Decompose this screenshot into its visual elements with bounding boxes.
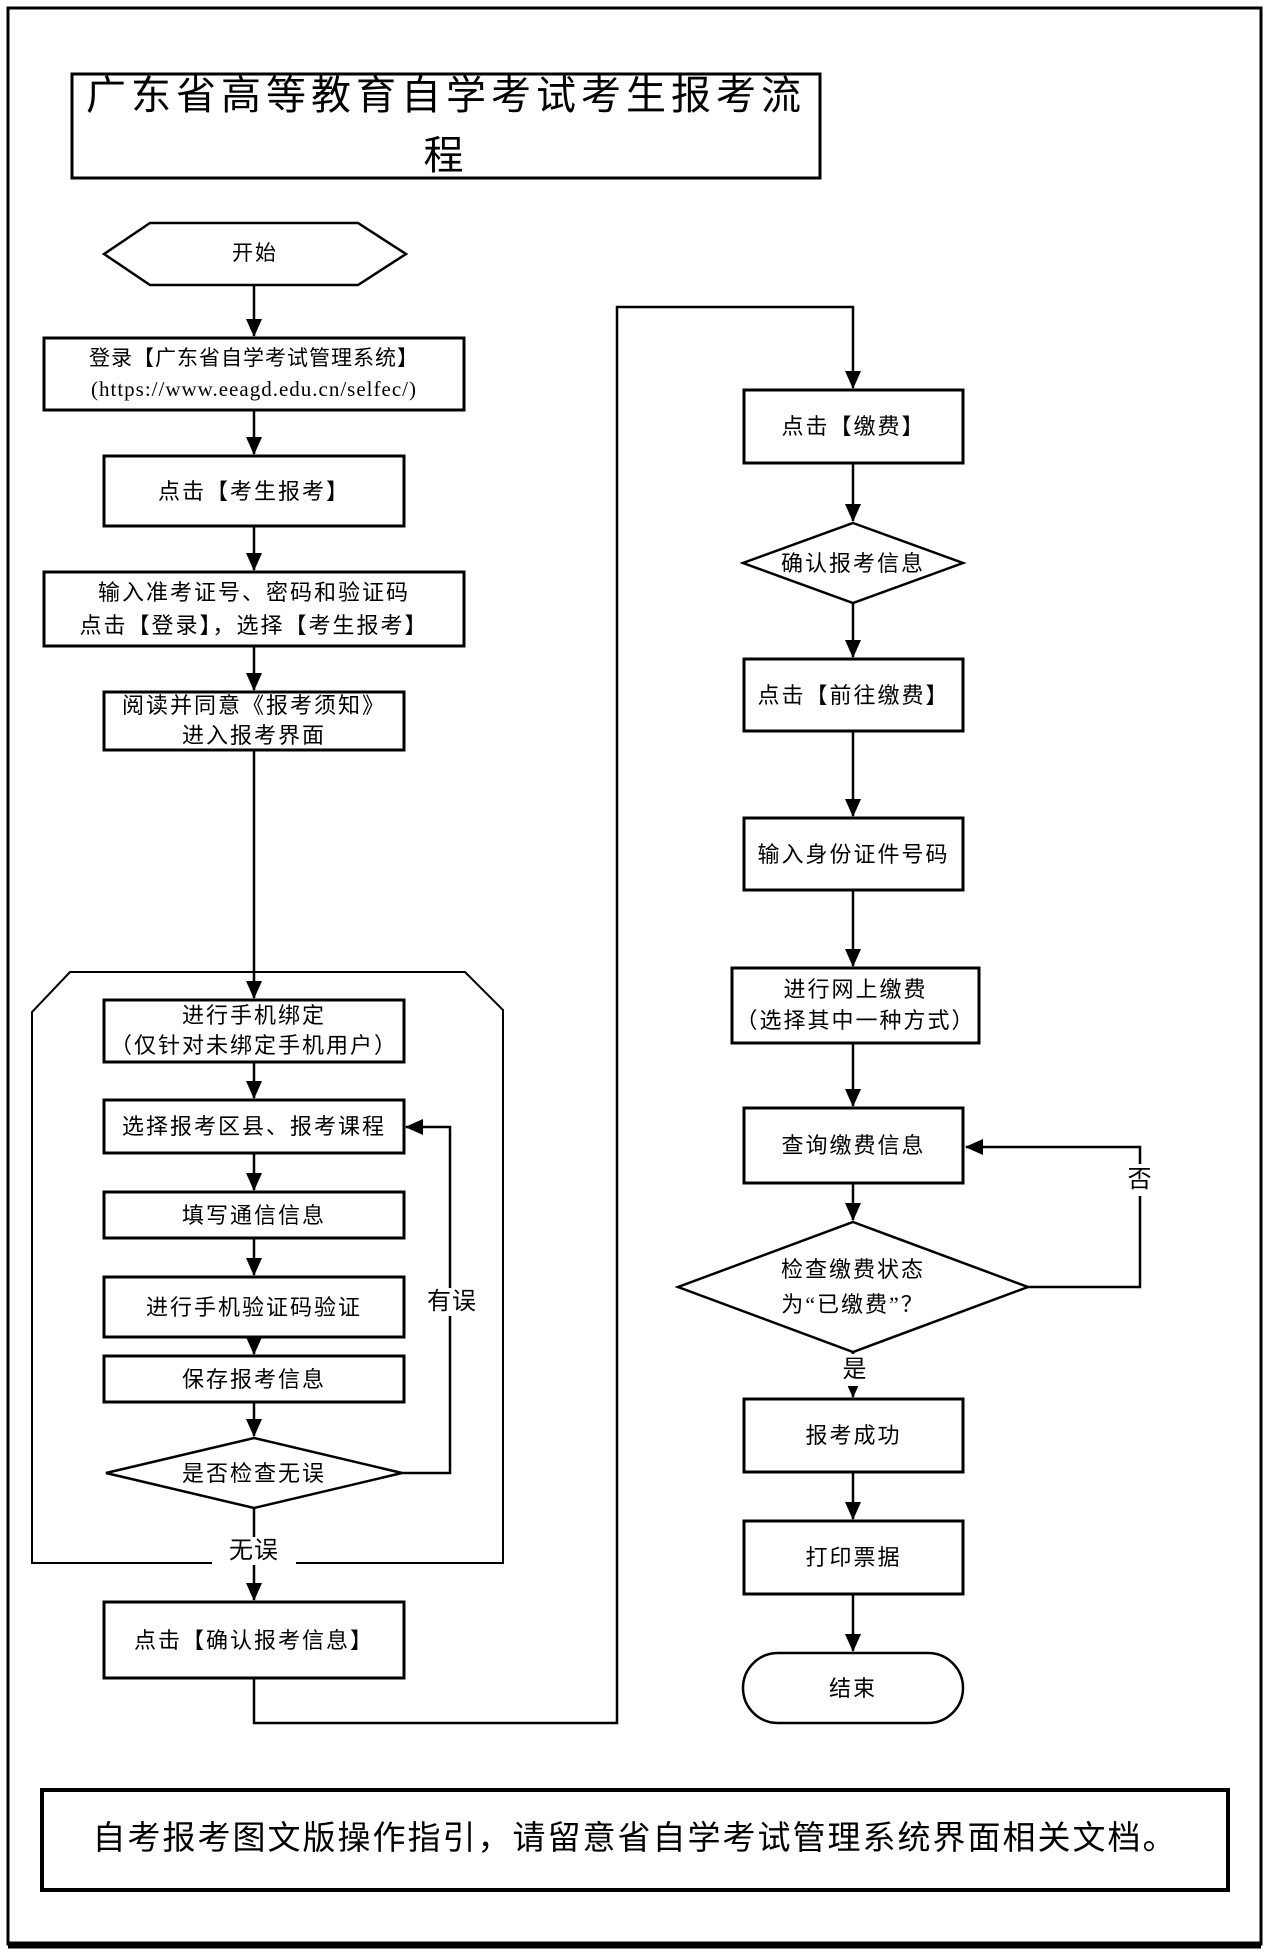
online-pay-label: 进行网上缴费 （选择其中一种方式） xyxy=(735,976,976,1033)
read-notice-box xyxy=(102,690,406,752)
input-id-label: 输入身份证件号码 xyxy=(757,841,950,867)
end-label: 结束 xyxy=(828,1675,877,1701)
footer-note-box xyxy=(40,1788,1230,1892)
click-pay-label: 点击【缴费】 xyxy=(781,414,926,439)
login-label: 登录【广东省自学考试管理系统】 (https://www.eeagd.edu.c… xyxy=(89,345,419,402)
input-credentials-label: 输入准考证号、密码和验证码 点击【登录】，选择【考生报考】 xyxy=(79,580,429,638)
input-credentials-box xyxy=(42,570,466,648)
confirm-register-info-label: 确认报考信息 xyxy=(780,550,925,576)
go-pay-box xyxy=(742,657,965,733)
edge-label-error: 有误 xyxy=(410,1288,494,1316)
confirm-info-box xyxy=(102,1600,406,1680)
select-courses-label: 选择报考区县、报考课程 xyxy=(121,1114,386,1139)
end-stadium xyxy=(741,1651,965,1725)
print-receipt-label: 打印票据 xyxy=(805,1545,902,1570)
registration-loop-container xyxy=(31,971,504,1564)
edge-label-no: 否 xyxy=(1118,1164,1162,1196)
edge-label-no-error: 无误 xyxy=(212,1537,296,1565)
read-notice-label: 阅读并同意《报考须知》 进入报考界面 xyxy=(121,693,386,748)
footer-note: 自考报考图文版操作指引，请留意省自学考试管理系统界面相关文档。 xyxy=(92,1821,1178,1858)
start-hexagon xyxy=(101,221,409,287)
select-courses-box xyxy=(102,1098,406,1155)
column-link-line xyxy=(252,305,861,1725)
query-payment-label: 查询缴费信息 xyxy=(781,1133,926,1158)
sms-verify-box xyxy=(102,1275,406,1339)
check-correct-label: 是否检查无误 xyxy=(181,1460,326,1486)
sms-verify-label: 进行手机验证码验证 xyxy=(145,1294,362,1320)
bind-phone-label: 进行手机绑定 （仅针对未绑定手机用户） xyxy=(109,1003,398,1058)
login-box xyxy=(42,336,466,412)
click-register-label: 点击【考生报考】 xyxy=(157,478,350,504)
register-success-label: 报考成功 xyxy=(805,1423,902,1448)
page-title: 广东省高等教育自学考试考生报考流程 xyxy=(86,73,806,178)
input-id-box xyxy=(742,816,965,892)
confirm-info-label: 点击【确认报考信息】 xyxy=(133,1627,374,1653)
title-box xyxy=(70,72,822,180)
start-label: 开始 xyxy=(232,241,278,266)
fill-contact-label: 填写通信信息 xyxy=(181,1202,326,1228)
edge-label-yes: 是 xyxy=(833,1354,877,1386)
check-paid-label: 检查缴费状态 为“已缴费”？ xyxy=(780,1256,925,1317)
online-pay-box xyxy=(730,966,981,1045)
no-loop-line xyxy=(965,1139,1142,1289)
save-info-label: 保存报考信息 xyxy=(181,1366,326,1392)
go-pay-label: 点击【前往缴费】 xyxy=(757,682,950,708)
bind-phone-box xyxy=(102,998,406,1064)
query-payment-box xyxy=(742,1106,965,1185)
